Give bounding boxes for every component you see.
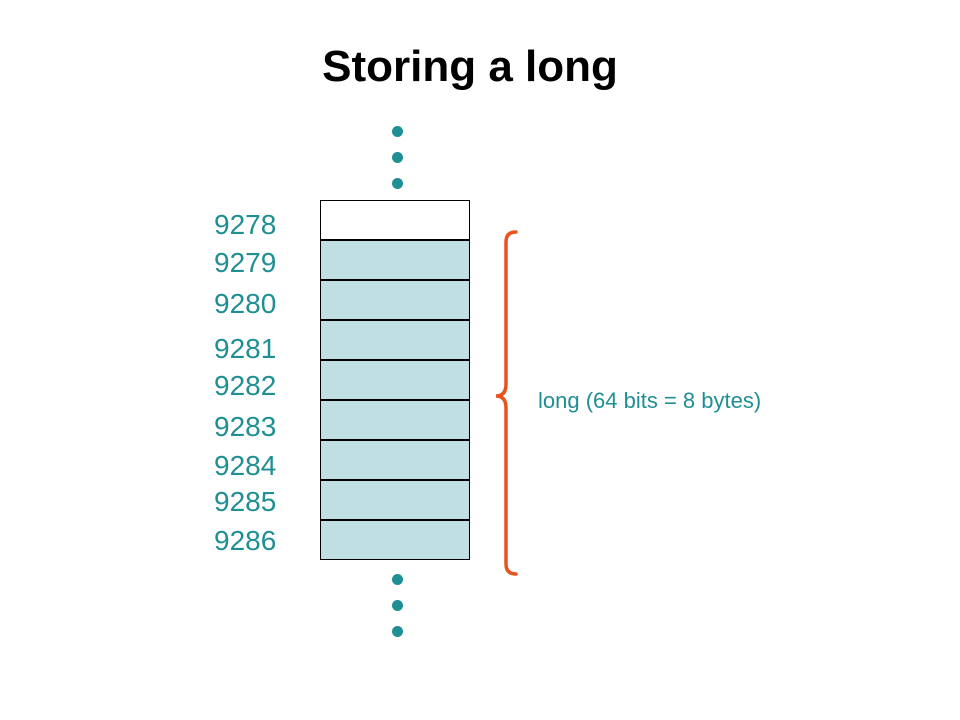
address-label: 9285 [214, 486, 277, 517]
brace-label: long (64 bits = 8 bytes) [538, 388, 762, 413]
address-label: 9280 [214, 288, 277, 319]
memory-cell-long [320, 280, 470, 320]
address-label: 9278 [214, 209, 277, 240]
ellipsis-dot [392, 600, 403, 611]
address-label: 9281 [214, 333, 277, 364]
address-label: 9286 [214, 525, 277, 556]
ellipsis-dot [392, 152, 403, 163]
address-label: 9279 [214, 247, 277, 278]
curly-brace [495, 230, 518, 576]
memory-cell-long [320, 520, 470, 560]
slide-title: Storing a long [322, 42, 618, 91]
memory-cell-long [320, 440, 470, 480]
address-label: 9283 [214, 411, 277, 442]
memory-cell-long [320, 320, 470, 360]
ellipsis-dot [392, 626, 403, 637]
ellipsis-dot [392, 574, 403, 585]
memory-cell [320, 200, 470, 240]
memory-cell-long [320, 400, 470, 440]
memory-cell-long [320, 480, 470, 520]
ellipsis-dot [392, 178, 403, 189]
address-label: 9282 [214, 370, 277, 401]
memory-cell-long [320, 240, 470, 280]
address-label: 9284 [214, 450, 277, 481]
memory-cell-long [320, 360, 470, 400]
ellipsis-dot [392, 126, 403, 137]
